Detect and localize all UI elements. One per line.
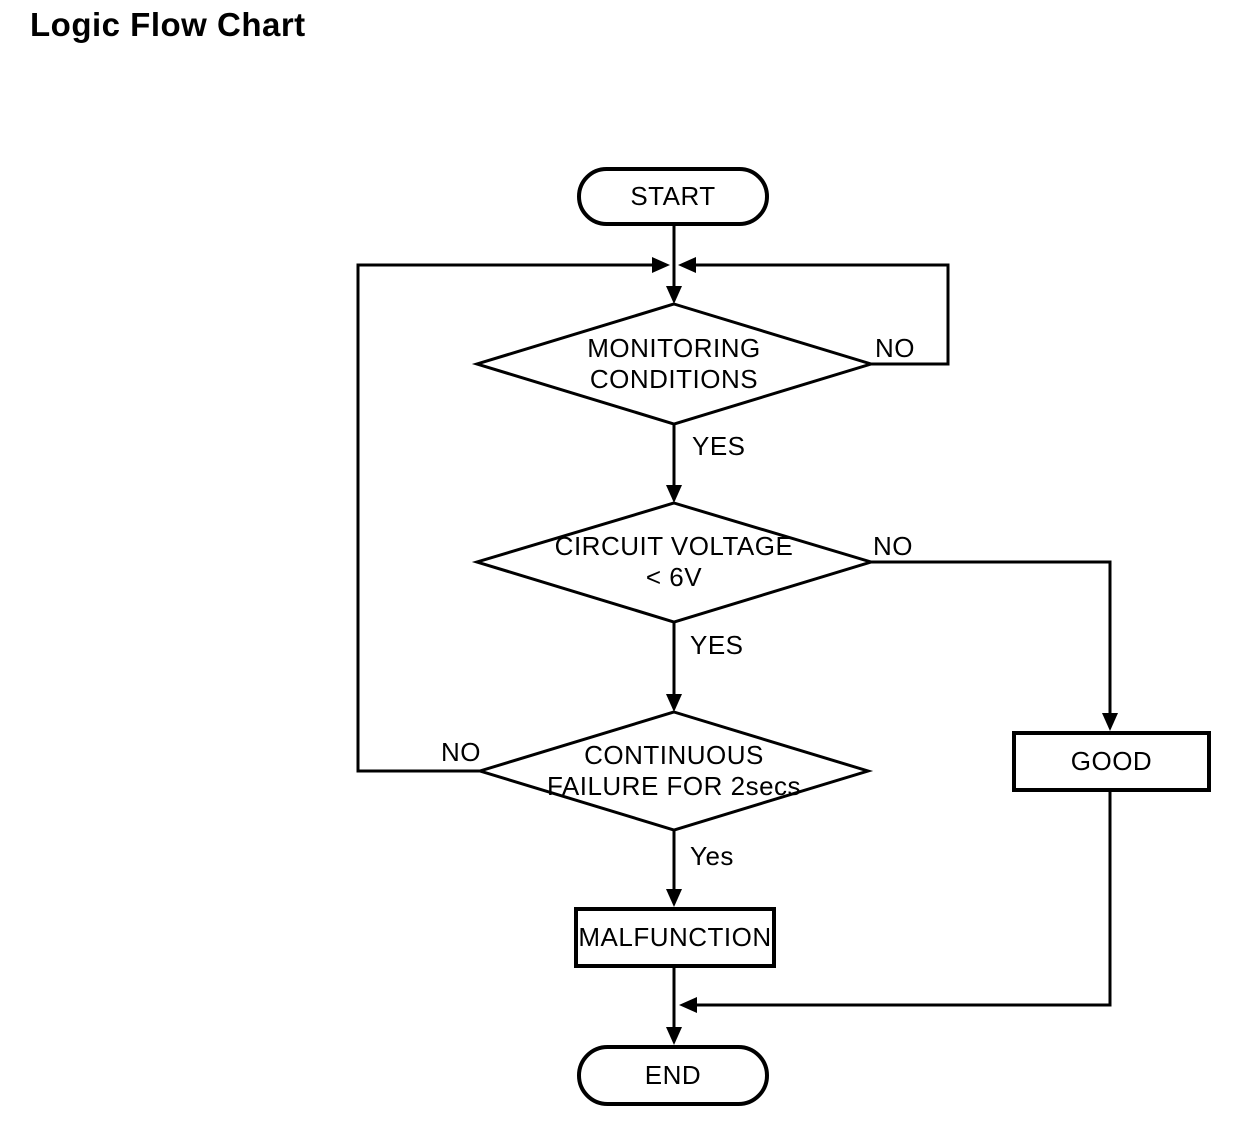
arrowhead-into-good xyxy=(1102,713,1118,731)
circuit-voltage-line1: CIRCUIT VOLTAGE xyxy=(554,531,794,561)
edge-voltage-no xyxy=(871,560,1112,715)
good-node: GOOD xyxy=(1012,731,1211,792)
decision-diamond-voltage xyxy=(471,501,877,624)
monitoring-no-label: NO xyxy=(875,333,915,363)
decision-diamond-continuous xyxy=(474,710,874,832)
arrowhead-into-end xyxy=(666,1027,682,1045)
arrowhead-into-continuous xyxy=(666,694,682,712)
monitoring-conditions-label: MONITORING CONDITIONS xyxy=(474,333,874,395)
continuous-failure-line2: FAILURE FOR 2secs xyxy=(546,771,802,801)
continuous-failure-label: CONTINUOUS FAILURE FOR 2secs xyxy=(474,740,874,802)
monitoring-conditions-line2: CONDITIONS xyxy=(589,364,759,394)
arrowhead-into-voltage xyxy=(666,485,682,503)
circuit-voltage-label: CIRCUIT VOLTAGE < 6V xyxy=(474,531,874,593)
arrowhead-converge-left xyxy=(652,257,670,273)
start-node: START xyxy=(577,167,769,226)
arrowhead-junction-left xyxy=(679,997,697,1013)
monitoring-yes-label: YES xyxy=(692,431,746,461)
circuit-voltage-line2: < 6V xyxy=(645,562,703,592)
monitoring-conditions-line1: MONITORING xyxy=(587,333,761,363)
edge-continuous-no-loop xyxy=(356,263,652,773)
edge-good-to-junction xyxy=(697,791,1112,1007)
voltage-no-label: NO xyxy=(873,531,913,561)
edge-monitoring-no-loop xyxy=(694,263,950,366)
continuous-failure-line1: CONTINUOUS xyxy=(584,740,764,770)
voltage-yes-label: YES xyxy=(690,630,744,660)
decision-diamond-monitoring xyxy=(471,302,877,426)
end-node: END xyxy=(577,1045,769,1106)
continuous-no-label: NO xyxy=(441,737,481,767)
continuous-yes-label: Yes xyxy=(690,841,734,871)
malfunction-node: MALFUNCTION xyxy=(574,907,776,968)
arrowhead-converge-right xyxy=(678,257,696,273)
arrowhead-into-malfunction xyxy=(666,889,682,907)
arrowhead-into-monitoring xyxy=(666,286,682,304)
page-title: Logic Flow Chart xyxy=(30,6,306,43)
